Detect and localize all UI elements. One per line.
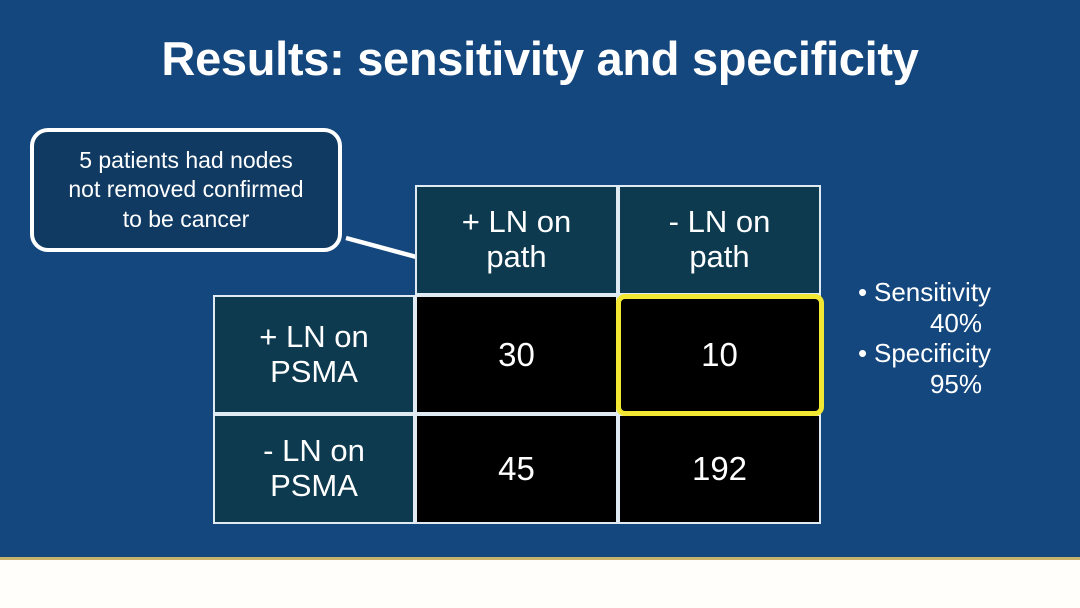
stat-label-specificity: Specificity bbox=[856, 338, 1072, 369]
callout-text: 5 patients had nodes not removed confirm… bbox=[68, 146, 304, 232]
row-header-pos-psma: + LN on PSMA bbox=[213, 295, 415, 414]
contingency-table: + LN on path - LN on path + LN on PSMA 3… bbox=[213, 185, 821, 524]
table-header-row: + LN on path - LN on path bbox=[213, 185, 821, 295]
cell-false-negative: 45 bbox=[415, 414, 618, 524]
callout-box: 5 patients had nodes not removed confirm… bbox=[30, 128, 342, 252]
slide-footer: PRESENTED AT: 2020ASCO® ANNUAL MEETING #… bbox=[0, 560, 1080, 608]
footer-divider bbox=[0, 557, 1080, 560]
stat-value-specificity: 95% bbox=[929, 369, 983, 400]
cell-true-positive: 30 bbox=[415, 295, 618, 414]
table-row: + LN on PSMA 30 10 bbox=[213, 295, 821, 414]
stat-value-sensitivity: 40% bbox=[929, 307, 983, 338]
stats-list: Sensitivity 40% Specificity 95% bbox=[856, 277, 1072, 400]
cell-true-negative: 192 bbox=[618, 414, 821, 524]
row-header-neg-psma: - LN on PSMA bbox=[213, 414, 415, 524]
table-row: - LN on PSMA 45 192 bbox=[213, 414, 821, 524]
table-corner-blank bbox=[213, 185, 415, 295]
stat-label-sensitivity: Sensitivity bbox=[856, 277, 1072, 308]
column-header-pos-path: + LN on path bbox=[415, 185, 618, 295]
page-title: Results: sensitivity and specificity bbox=[161, 32, 919, 85]
column-header-neg-path: - LN on path bbox=[618, 185, 821, 295]
cell-false-positive: 10 bbox=[618, 295, 821, 414]
